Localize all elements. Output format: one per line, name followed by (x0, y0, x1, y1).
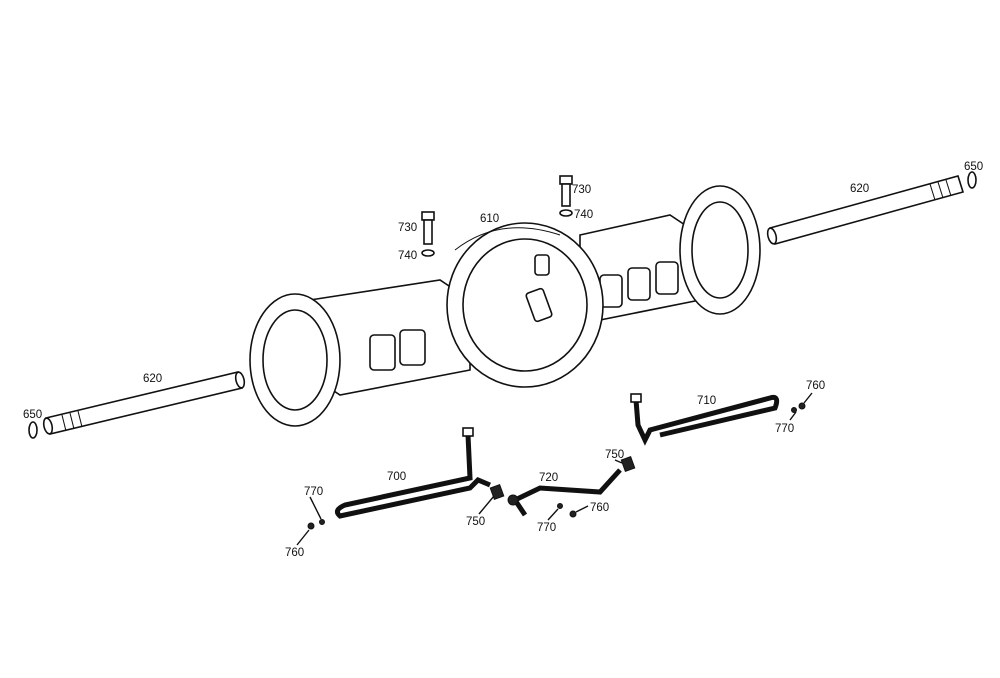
washer-right (559, 209, 573, 217)
label-720: 720 (539, 472, 558, 484)
label-650-right: 650 (964, 161, 983, 173)
pipe-710 (630, 393, 780, 446)
label-610: 610 (480, 213, 499, 225)
label-740-right: 740 (574, 209, 593, 221)
leader-lines (296, 392, 813, 546)
axle-shaft-left (42, 371, 246, 435)
plug-right (798, 402, 806, 410)
washer-left (421, 249, 435, 257)
label-730-right: 730 (572, 184, 591, 196)
label-750-right: 750 (605, 449, 624, 461)
snap-ring-right (967, 171, 977, 189)
snap-ring-left (28, 421, 38, 439)
seal-ring-right (620, 456, 636, 472)
o-ring-left (319, 519, 325, 525)
label-770-middle: 770 (537, 522, 556, 534)
label-650-left: 650 (23, 409, 42, 421)
bolt-right (559, 175, 573, 207)
label-750-left: 750 (466, 516, 485, 528)
label-770-right: 770 (775, 423, 794, 435)
label-620-left: 620 (143, 373, 162, 385)
label-700: 700 (387, 471, 406, 483)
axle-housing (249, 185, 761, 427)
label-620-right: 620 (850, 183, 869, 195)
seal-ring-left (489, 484, 505, 500)
pipe-720 (507, 468, 622, 517)
label-710: 710 (697, 395, 716, 407)
o-ring-middle (557, 503, 563, 509)
label-760-right: 760 (806, 380, 825, 392)
plug-middle (569, 510, 577, 518)
pipe-700 (334, 427, 491, 519)
label-740-left: 740 (398, 250, 417, 262)
bolt-left (421, 211, 435, 245)
label-760-left: 760 (285, 547, 304, 559)
label-730-left: 730 (398, 222, 417, 234)
o-ring-right (791, 407, 797, 413)
label-760-middle: 760 (590, 502, 609, 514)
plug-left (307, 522, 315, 530)
axle-shaft-right (766, 175, 965, 245)
label-770-left: 770 (304, 486, 323, 498)
